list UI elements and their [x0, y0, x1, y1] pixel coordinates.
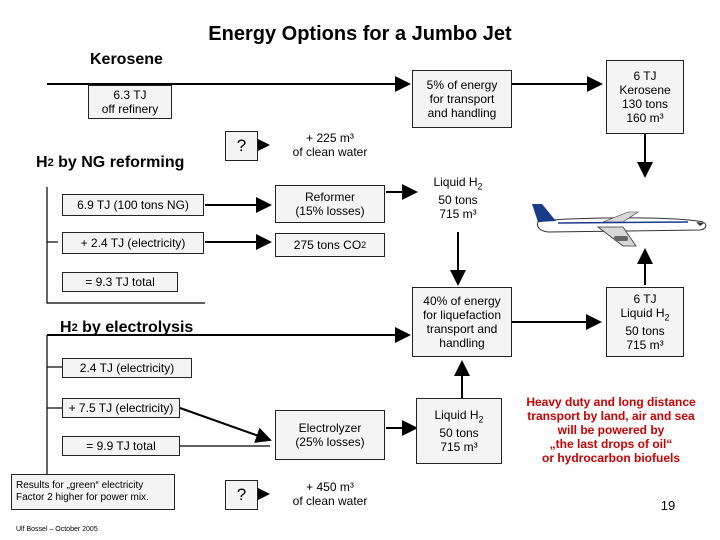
page-title: Energy Options for a Jumbo Jet	[208, 23, 512, 45]
jumbo-jet-icon	[532, 204, 707, 247]
ng-liquid-h2-label: Liquid H2 50 tons 715 m³	[433, 174, 483, 222]
kerosene-heading: Kerosene	[90, 51, 163, 68]
kerosene-transport-box: 5% of energy for transport and handling	[412, 70, 512, 128]
ng-electricity-box: + 2.4 TJ (electricity)	[62, 232, 204, 254]
ng-water-label: + 225 m³ of clean water	[292, 131, 368, 159]
page-number: 19	[660, 498, 676, 513]
ng-question-box: ?	[225, 131, 258, 161]
liquefaction-box: 40% of energy for liquefaction transport…	[412, 287, 512, 357]
kerosene-result-box: 6 TJ Kerosene 130 tons 160 m³	[606, 60, 684, 134]
el-question-box: ?	[225, 480, 258, 510]
ng-total-box: = 9.3 TJ total	[62, 272, 178, 292]
el-electricity-box-2: + 7.5 TJ (electricity)	[62, 398, 180, 418]
electricity-to-electrolyzer-arrow	[179, 407, 272, 443]
el-liquid-h2-box: Liquid H2 50 tons 715 m³	[416, 398, 502, 464]
reformer-box: Reformer (15% losses)	[275, 185, 385, 223]
el-total-box: = 9.9 TJ total	[62, 436, 180, 456]
h2-result-box: 6 TJ Liquid H2 50 tons 715 m³	[606, 287, 684, 357]
statement-text: Heavy duty and long distance transport b…	[526, 395, 696, 465]
refinery-box: 6.3 TJ off refinery	[88, 85, 172, 119]
author-credit: Ulf Bossel – October 2005	[16, 526, 98, 533]
el-electricity-box-1: 2.4 TJ (electricity)	[62, 358, 192, 378]
el-water-label: + 450 m³ of clean water	[292, 480, 368, 508]
electrolyzer-box: Electrolyzer (25% losses)	[275, 410, 385, 460]
ng-bracket	[46, 187, 205, 304]
green-electricity-note: Results for „green“ electricity Factor 2…	[11, 474, 175, 510]
ng-input-box: 6.9 TJ (100 tons NG)	[62, 194, 204, 216]
